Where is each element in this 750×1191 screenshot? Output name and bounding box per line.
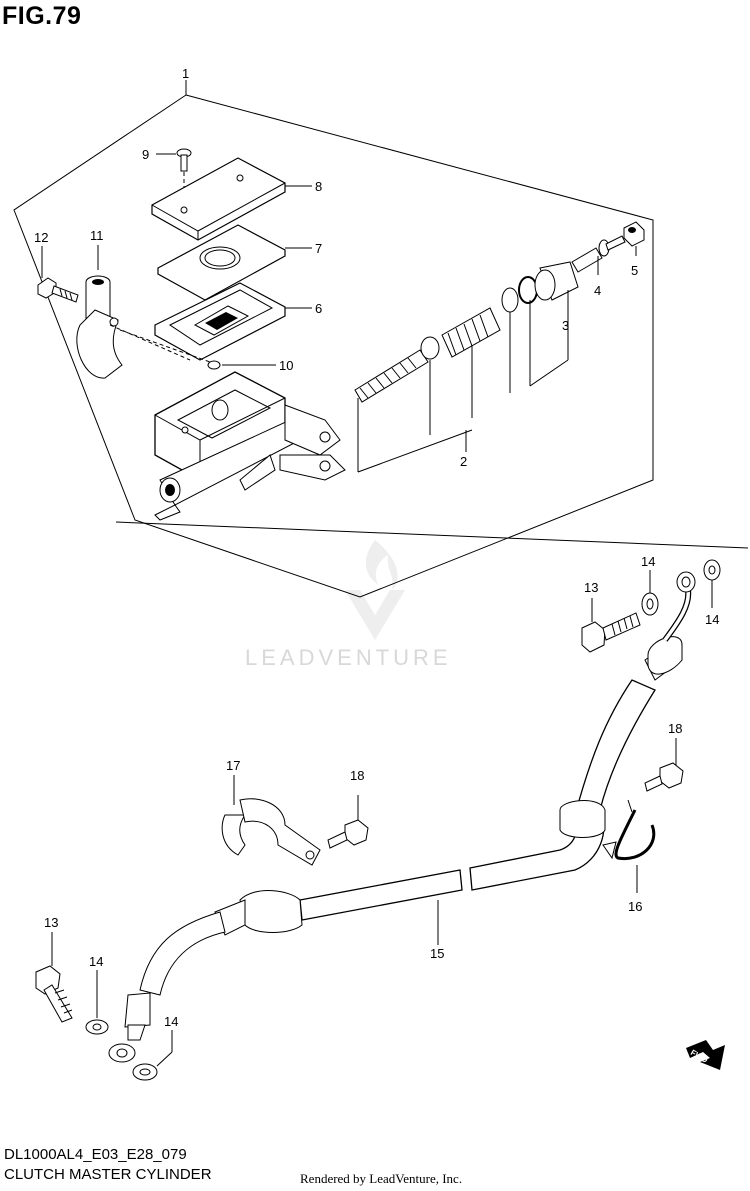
bolt-part-18-right: [644, 738, 684, 792]
hose-part-15: [108, 571, 696, 1063]
clamp-part-17: [221, 775, 321, 866]
callout-14-b: 14: [705, 612, 719, 627]
bolt-part-12: [37, 277, 79, 303]
callout-1: 1: [182, 66, 189, 81]
callout-5: 5: [631, 263, 638, 278]
callout-9: 9: [142, 147, 149, 162]
watermark-logo: [345, 540, 405, 640]
callout-7: 7: [315, 241, 322, 256]
callout-8: 8: [315, 179, 322, 194]
fwd-direction-indicator: FWD: [686, 1040, 725, 1070]
callout-14-d: 14: [164, 1014, 178, 1029]
plate-part-7: [157, 224, 286, 301]
callout-17: 17: [226, 758, 240, 773]
washer-part-14-c: [85, 970, 109, 1035]
callout-6: 6: [315, 301, 322, 316]
clip-part-10: [119, 329, 221, 370]
render-credit: Rendered by LeadVenture, Inc.: [300, 1171, 463, 1186]
piston-set-part-2: [354, 287, 531, 473]
figure-title: FIG.79: [2, 2, 82, 30]
assembly-boundary: [13, 94, 654, 598]
part-name: CLUTCH MASTER CYLINDER: [4, 1166, 212, 1183]
callout-4: 4: [594, 283, 601, 298]
union-bolt-part-13-lower: [35, 932, 73, 1023]
callout-18-right: 18: [668, 721, 682, 736]
callout-16: 16: [628, 899, 642, 914]
screw-part-9: [176, 148, 192, 200]
callout-15: 15: [430, 946, 444, 961]
bolt-part-18-left: [327, 795, 369, 849]
washer-part-14-a: [641, 570, 659, 616]
cap-part-8: [151, 157, 286, 241]
holder-part-11: [76, 275, 191, 379]
boot-part-3: [518, 261, 579, 387]
nut-part-5: [623, 221, 645, 256]
callout-11: 11: [90, 228, 104, 243]
union-bolt-part-13-upper: [581, 598, 641, 653]
callout-18-left: 18: [350, 768, 364, 783]
model-code: DL1000AL4_E03_E28_079: [4, 1146, 187, 1163]
diaphragm-part-6: [154, 282, 286, 361]
callout-14-a: 14: [641, 554, 655, 569]
washer-part-14-b: [703, 559, 721, 608]
master-cylinder-body-part-1: [154, 371, 346, 521]
callout-14-c: 14: [89, 954, 103, 969]
callout-10: 10: [279, 358, 293, 373]
callout-13-lower: 13: [44, 915, 58, 930]
washer-part-14-d: [132, 1030, 173, 1081]
section-divider-line: [115, 521, 749, 549]
hose-clamp-part-16: [602, 799, 656, 893]
callout-2: 2: [460, 454, 467, 469]
push-rod-part-4: [571, 235, 626, 275]
callout-13-upper: 13: [584, 580, 598, 595]
watermark-text: LEADVENTURE: [245, 645, 452, 670]
callout-3: 3: [562, 318, 569, 333]
callout-12: 12: [34, 230, 48, 245]
callout-leaders: [41, 80, 467, 452]
